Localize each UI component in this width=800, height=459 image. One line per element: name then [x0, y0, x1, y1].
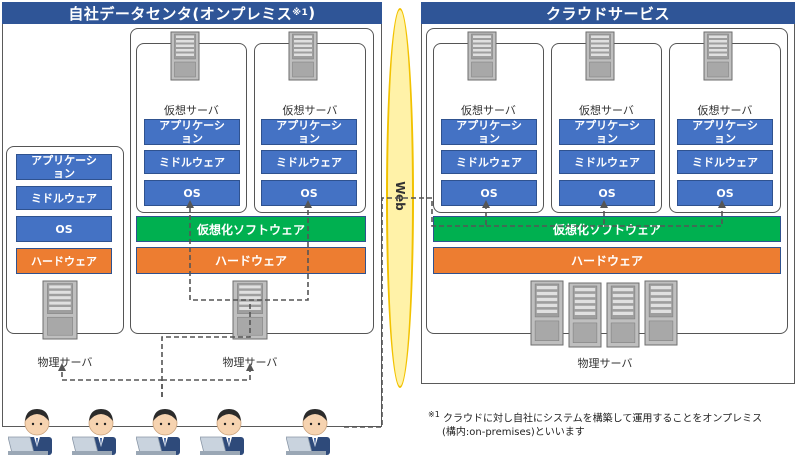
user-with-laptop-icon [7, 397, 66, 455]
virtual-server-label: 仮想サーバ [579, 104, 634, 117]
middleware-layer: ミドルウェア [441, 150, 537, 174]
os-layer: OS [261, 180, 357, 206]
middleware-layer: ミドルウェア [559, 150, 655, 174]
server-tower-icon [467, 31, 497, 81]
application-layer: アプリケーション [261, 119, 357, 145]
middleware-layer: ミドルウェア [261, 150, 357, 174]
server-tower-icon [606, 282, 640, 348]
application-layer: アプリケーション [677, 119, 773, 145]
application-layer: アプリケーション [144, 119, 240, 145]
application-layer: アプリケーション [441, 119, 537, 145]
os-layer: OS [16, 216, 112, 242]
cloud-title: クラウドサービス [421, 2, 795, 24]
os-layer: OS [441, 180, 537, 206]
server-tower-icon [644, 280, 678, 346]
virtual-server-label: 仮想サーバ [282, 104, 338, 117]
os-layer: OS [144, 180, 240, 206]
hardware-layer: ハードウェア [433, 247, 781, 274]
physical-server-label: 物理サーバ [577, 357, 633, 370]
server-tower-icon [288, 31, 318, 81]
web-label-wrap: Web [386, 181, 414, 211]
physical-server-label: 物理サーバ [37, 356, 93, 369]
onprem-title: 自社データセンタ(オンプレミス※1) [2, 2, 382, 24]
server-tower-icon [568, 282, 602, 348]
server-tower-icon [170, 31, 200, 81]
virtual-server-label: 仮想サーバ [164, 104, 219, 117]
virtualization-layer: 仮想化ソフトウェア [136, 216, 366, 242]
physical-server-label: 物理サーバ [222, 356, 278, 369]
application-layer: アプリケーション [559, 119, 655, 145]
footnote: ※1 クラウドに対し自社にシステムを構築して運用することをオンプレミス (構内:… [428, 410, 763, 439]
middleware-layer: ミドルウェア [677, 150, 773, 174]
user-with-laptop-icon [285, 397, 344, 455]
middleware-layer: ミドルウェア [144, 150, 240, 174]
virtualization-layer: 仮想化ソフトウェア [433, 216, 781, 242]
server-tower-icon [585, 31, 615, 81]
virtual-server-label: 仮想サーバ [697, 104, 753, 117]
hardware-layer: ハードウェア [16, 248, 112, 274]
virtual-server-label: 仮想サーバ [461, 104, 516, 117]
user-with-laptop-icon [199, 397, 258, 455]
hardware-layer: ハードウェア [136, 247, 366, 274]
user-with-laptop-icon [71, 397, 130, 455]
server-tower-icon [42, 280, 78, 340]
os-layer: OS [559, 180, 655, 206]
server-tower-icon [232, 280, 268, 340]
application-layer: アプリケーション [16, 154, 112, 180]
server-tower-icon [530, 280, 564, 346]
server-tower-icon [703, 31, 733, 81]
user-with-laptop-icon [135, 397, 194, 455]
middleware-layer: ミドルウェア [16, 186, 112, 210]
os-layer: OS [677, 180, 773, 206]
web-label: Web [393, 181, 408, 211]
